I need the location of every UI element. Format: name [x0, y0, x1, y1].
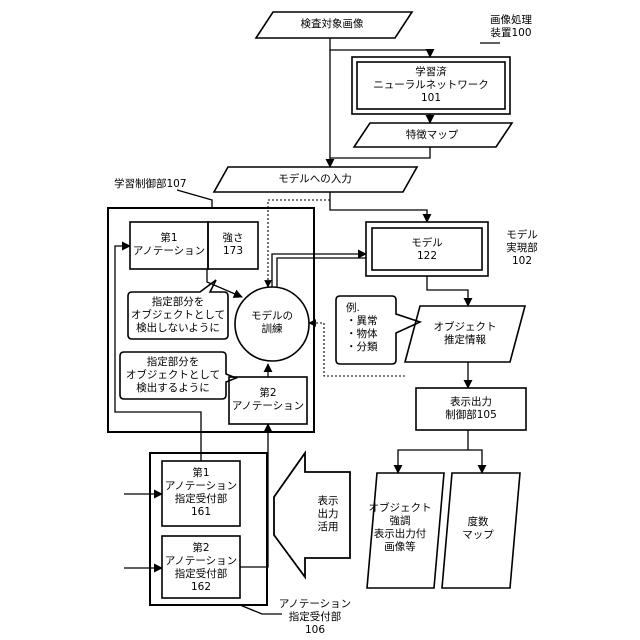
example-callout-label: 例. ・異常 ・物体 ・分類 [346, 302, 396, 354]
edge-featuremap-to-input [330, 147, 430, 158]
accept-unit1-line4: 161 [191, 506, 211, 518]
accept-unit1-line1: 第1 [192, 467, 209, 479]
accept-unit1-line2: アノテーション [165, 480, 237, 492]
display-use-label: 表示 出力 活用 [306, 495, 350, 534]
accept-unit2-line2: アノテーション [165, 555, 237, 567]
callout-not-detect-line1: 指定部分を [152, 296, 205, 308]
model-label: モデル 122 [372, 237, 482, 263]
trained-nn-label: 学習済 ニューラルネットワーク 101 [357, 66, 505, 105]
annotation2-line2: アノテーション [232, 400, 304, 412]
annotation1-label: 第1 アノテーション [130, 232, 208, 258]
example-callout-line4: ・分類 [346, 341, 378, 353]
model-line2: 122 [417, 250, 437, 262]
accept-unit2-line4: 162 [191, 581, 211, 593]
object-estimation-line1: オブジェクト [434, 321, 497, 333]
annotation1-line1: 第1 [160, 232, 177, 244]
edge-display-to-freqmap [468, 450, 482, 473]
accept-unit2-line1: 第2 [192, 542, 209, 554]
trained-nn-line1: 学習済 [415, 66, 447, 78]
example-callout-line3: ・物体 [346, 328, 378, 340]
callout-detect-line3: 検出するように [136, 382, 210, 394]
model-realization-line3: 102 [512, 255, 532, 267]
trained-nn-line2: ニューラルネットワーク [373, 79, 489, 91]
model-training-label: モデルの 訓練 [235, 310, 309, 336]
highlight-image-line2: 強調 [390, 515, 411, 527]
display-use-line2: 出力 [318, 508, 339, 520]
display-use-line1: 表示 [318, 495, 339, 507]
trained-nn-id: 101 [421, 92, 441, 104]
display-control-label: 表示出力 制御部105 [416, 396, 526, 422]
model-realization-line1: モデル [506, 229, 538, 241]
highlight-image-label: オブジェクト 強調 表示出力付 画像等 [362, 502, 438, 554]
frequency-map-line1: 度数 [468, 516, 489, 528]
edge-input-to-model [330, 192, 427, 222]
accept-group-line1: アノテーション [279, 598, 351, 610]
accept-group-line3: 106 [305, 624, 325, 636]
callout-not-detect-line2: オブジェクトとして [131, 309, 225, 321]
accept-unit1-label: 第1 アノテーション 指定受付部 161 [162, 467, 240, 519]
strength-label: 強さ 173 [208, 232, 258, 258]
device-label: 画像処理 装置100 [476, 14, 546, 40]
highlight-image-line4: 画像等 [384, 541, 416, 553]
accept-unit2-line3: 指定受付部 [175, 568, 228, 580]
device-label-line2: 装置100 [490, 27, 531, 39]
callout-detect-line2: オブジェクトとして [126, 369, 220, 381]
display-control-line1: 表示出力 [450, 396, 492, 408]
frequency-map-line2: マップ [462, 529, 494, 541]
model-training-line2: 訓練 [262, 323, 283, 335]
highlight-image-line1: オブジェクト [369, 502, 432, 514]
edge-accept2-to-annotation2 [240, 424, 268, 567]
edge-learning-label-leader [177, 190, 212, 208]
object-estimation-label: オブジェクト 推定情報 [412, 321, 518, 347]
accept-group-label: アノテーション 指定受付部 106 [270, 598, 360, 637]
object-estimation-line2: 推定情報 [444, 334, 486, 346]
model-input-label: モデルへの入力 [220, 173, 410, 186]
annotation2-label: 第2 アノテーション [229, 387, 307, 413]
frequency-map-label: 度数 マップ [443, 516, 513, 542]
display-use-line3: 活用 [318, 521, 339, 533]
annotation2-line1: 第2 [259, 387, 276, 399]
annotation1-line2: アノテーション [133, 245, 205, 257]
model-line1: モデル [411, 237, 443, 249]
edge-training-to-model-outer [272, 254, 366, 287]
edge-training-to-model-inner [277, 258, 366, 287]
accept-unit2-label: 第2 アノテーション 指定受付部 162 [162, 542, 240, 594]
strength-line1: 強さ [223, 232, 244, 244]
callout-not-detect-label: 指定部分を オブジェクトとして 検出しないように [128, 296, 228, 335]
callout-not-detect-line3: 検出しないように [136, 322, 220, 334]
feature-map-label: 特徴マップ [358, 129, 506, 142]
example-callout-line2: ・異常 [346, 315, 378, 327]
callout-detect-label: 指定部分を オブジェクトとして 検出するように [120, 356, 226, 395]
accept-unit1-line3: 指定受付部 [175, 493, 228, 505]
highlight-image-line3: 表示出力付 [374, 528, 427, 540]
model-realization-label: モデル 実現部 102 [492, 229, 552, 268]
strength-line2: 173 [223, 245, 243, 257]
device-label-line1: 画像処理 [490, 14, 532, 26]
model-training-line1: モデルの [251, 310, 293, 322]
callout-detect-line1: 指定部分を [147, 356, 200, 368]
inspection-image-label: 検査対象画像 [262, 18, 402, 31]
edge-model-to-estimation [427, 276, 468, 306]
edge-accept1-to-annotation1 [115, 246, 201, 461]
accept-group-line2: 指定受付部 [289, 611, 342, 623]
edge-display-to-outputs [398, 430, 468, 473]
display-control-line2: 制御部105 [445, 409, 497, 421]
example-callout-line1: 例. [346, 302, 360, 314]
model-realization-line2: 実現部 [506, 242, 538, 254]
learning-control-label: 学習制御部107 [114, 178, 224, 191]
edge-image-to-nn [330, 38, 430, 57]
